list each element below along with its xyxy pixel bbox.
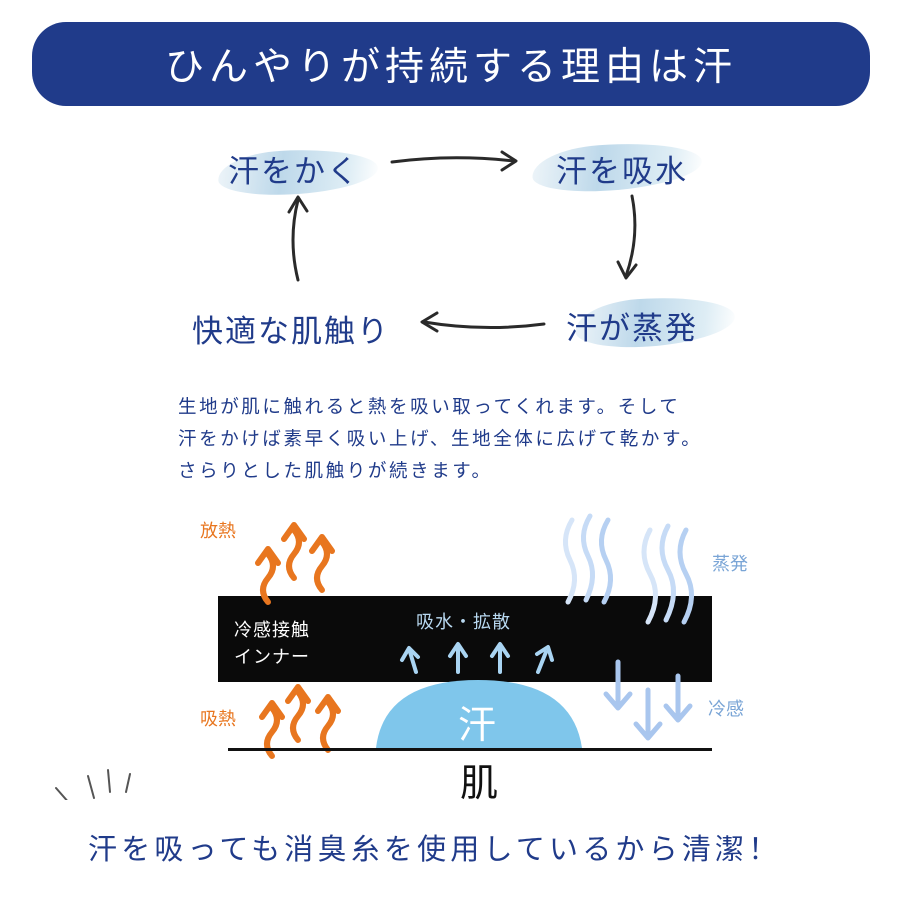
- diagram-graphics: [55, 513, 694, 800]
- heat-release-label: 放熱: [200, 521, 236, 542]
- absorb-up-arrows-icon: [400, 642, 554, 674]
- inner-fabric-label: 冷感接触 インナー: [234, 617, 310, 671]
- description: 生地が肌に触れると熱を吸い取ってくれます。そして 汗をかけば素早く吸い上げ、生地…: [178, 392, 818, 488]
- arrow-down-icon: [616, 194, 638, 280]
- heat-absorb-arrows-icon: [259, 684, 341, 759]
- absorb-diffuse-label: 吸水・拡散: [416, 612, 511, 633]
- sweat-label: 汗: [458, 703, 497, 747]
- skin-label: 肌: [460, 761, 499, 805]
- description-line: 生地が肌に触れると熱を吸い取ってくれます。そして: [178, 397, 681, 418]
- arrow-left-icon: [420, 311, 546, 333]
- cycle-step-comfort: 快適な肌触り: [192, 314, 390, 350]
- cycle-step-absorb: 汗を吸水: [556, 154, 688, 190]
- cycle-arrows: [287, 150, 638, 333]
- title-banner: ひんやりが持続する理由は汗: [32, 22, 870, 106]
- arrow-up-icon: [287, 195, 309, 282]
- inner-fabric-band: [218, 596, 712, 682]
- bottom-note: 汗を吸っても消臭糸を使用しているから清潔！: [88, 832, 782, 866]
- heat-absorb-label: 吸熱: [200, 709, 236, 730]
- sparkle-lines-icon: [55, 769, 131, 800]
- heat-release-arrows-icon: [255, 522, 335, 605]
- evaporation-label: 蒸発: [712, 554, 748, 575]
- page-title: ひんやりが持続する理由は汗: [164, 45, 737, 90]
- cycle-step-evaporate: 汗が蒸発: [566, 311, 698, 347]
- sweat-dome: [376, 680, 582, 748]
- cool-down-arrows-icon: [603, 659, 693, 741]
- cool-feel-label: 冷感: [708, 699, 744, 720]
- arrow-right-icon: [390, 150, 518, 172]
- skin-line: [228, 748, 712, 751]
- cycle-step-sweat: 汗をかく: [228, 154, 360, 190]
- inner-label-line1: 冷感接触: [234, 620, 310, 641]
- description-line: さらりとした肌触りが続きます。: [178, 461, 493, 482]
- inner-label-line2: インナー: [234, 647, 310, 668]
- evaporation-waves-icon: [563, 513, 694, 625]
- description-line: 汗をかけば素早く吸い上げ、生地全体に広げて乾かす。: [178, 429, 703, 450]
